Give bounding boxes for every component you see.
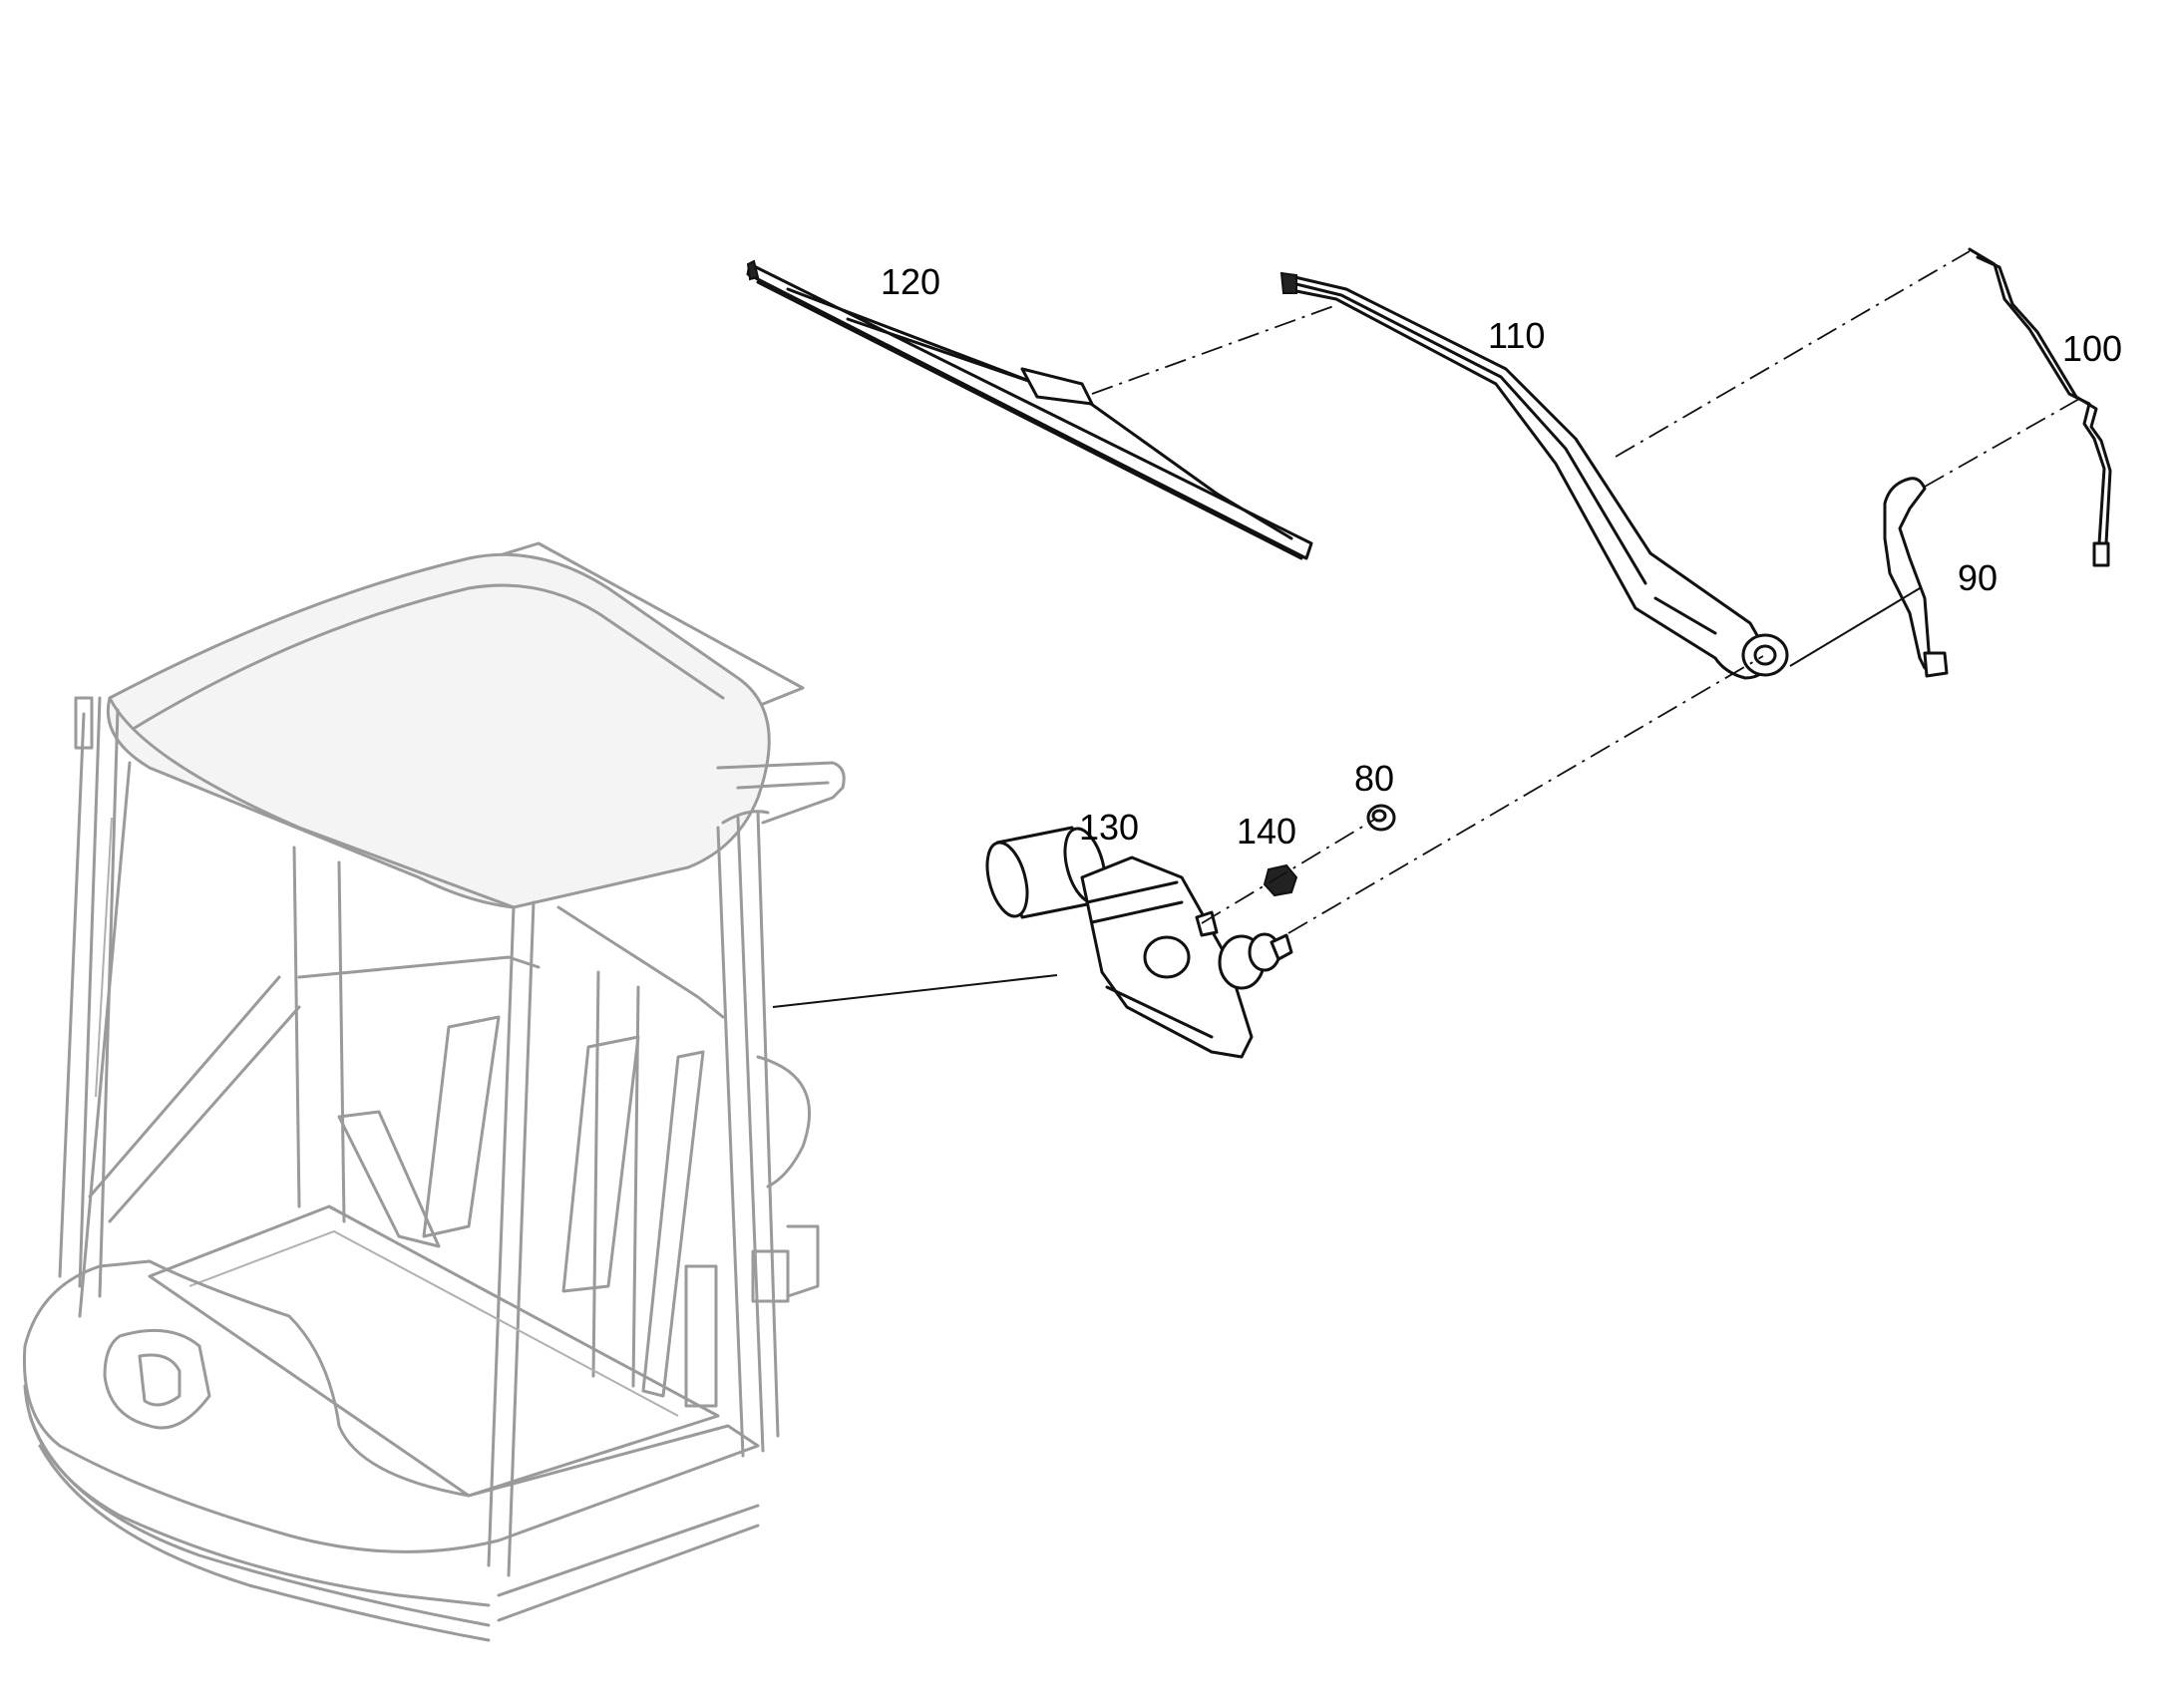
- assembly-line-motor-nut-cap: [1201, 819, 1375, 924]
- assembly-line-arm-to-rod: [1615, 250, 1971, 458]
- nut-140: [1263, 863, 1298, 897]
- callout-120: 120: [881, 261, 940, 302]
- assembly-line-arm-to-spindle: [1287, 655, 1764, 934]
- cap-80: [1366, 804, 1396, 832]
- wiper-blade-120: [746, 259, 1313, 560]
- callout-140: 140: [1237, 811, 1296, 852]
- cab-leader-line: [772, 974, 1058, 1008]
- callout-110: 110: [1488, 315, 1545, 356]
- leader-90: [1789, 587, 1921, 667]
- callout-130: 130: [1079, 807, 1139, 848]
- cab-illustration: [22, 541, 846, 1642]
- callout-100: 100: [2062, 328, 2122, 369]
- callout-80: 80: [1354, 758, 1394, 799]
- assembly-line-blade-to-arm: [1091, 304, 1337, 395]
- assembly-line-link-to-rod: [1924, 398, 2080, 488]
- link-90: [1883, 477, 1949, 678]
- callout-90: 90: [1958, 557, 1998, 598]
- wiper-motor-130: [985, 826, 1293, 1059]
- wiper-arm-110: [1279, 271, 1789, 680]
- linkage-rod-100: [1968, 247, 2112, 567]
